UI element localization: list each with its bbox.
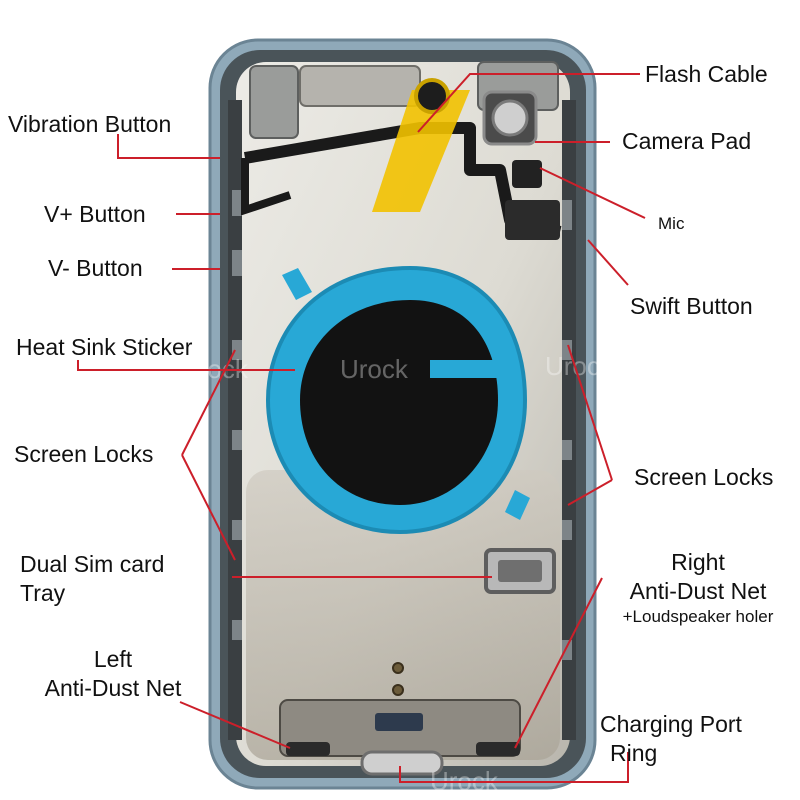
label-swift-button: Swift Button: [630, 292, 753, 321]
camera-bracket-plate: [375, 713, 423, 731]
label-v-plus-button: V+ Button: [44, 200, 146, 229]
label-v-minus-button: V- Button: [48, 254, 143, 283]
label-heat-sink-sticker: Heat Sink Sticker: [16, 333, 192, 362]
label-dual-sim-tray-line2: Tray: [20, 579, 164, 608]
watermark-text: Urock: [340, 354, 409, 384]
label-dual-sim-tray-line1: Dual Sim card: [20, 550, 164, 579]
flex-connector: [505, 200, 560, 240]
label-charging-port-line2: Ring: [600, 739, 780, 768]
camera-hole: [493, 101, 527, 135]
label-left-dust-net-line1: Left: [28, 645, 198, 674]
top-left-bracket: [250, 66, 298, 138]
watermark-text: Urock: [545, 351, 614, 381]
label-dual-sim-tray: Dual Sim card Tray: [20, 550, 164, 608]
label-screen-locks-right: Screen Locks: [634, 463, 773, 492]
label-flash-cable: Flash Cable: [645, 60, 768, 89]
heat-sink-gap: [430, 360, 500, 378]
label-screen-locks-left: Screen Locks: [14, 440, 153, 469]
top-center-bracket: [300, 66, 420, 106]
label-right-dust-net: Right Anti-Dust Net +Loudspeaker holer: [600, 548, 796, 627]
label-left-dust-net: Left Anti-Dust Net: [28, 645, 198, 703]
left-anti-dust-net: [286, 742, 330, 756]
mic-module: [512, 160, 542, 188]
sim-card-tray-slot: [498, 560, 542, 582]
label-right-dust-net-line1: Right: [600, 548, 796, 577]
label-charging-port-line1: Charging Port: [600, 710, 780, 739]
label-left-dust-net-line2: Anti-Dust Net: [28, 674, 198, 703]
flash-module: [416, 80, 448, 112]
label-vibration-button: Vibration Button: [8, 110, 171, 139]
label-right-dust-net-line3: +Loudspeaker holer: [600, 606, 796, 627]
heat-sink-core: [300, 300, 498, 505]
label-charging-port-ring: Charging Port Ring: [600, 710, 780, 768]
label-right-dust-net-line2: Anti-Dust Net: [600, 577, 796, 606]
right-anti-dust-net: [476, 742, 520, 756]
label-camera-pad: Camera Pad: [622, 127, 751, 156]
label-mic: Mic: [658, 213, 684, 234]
